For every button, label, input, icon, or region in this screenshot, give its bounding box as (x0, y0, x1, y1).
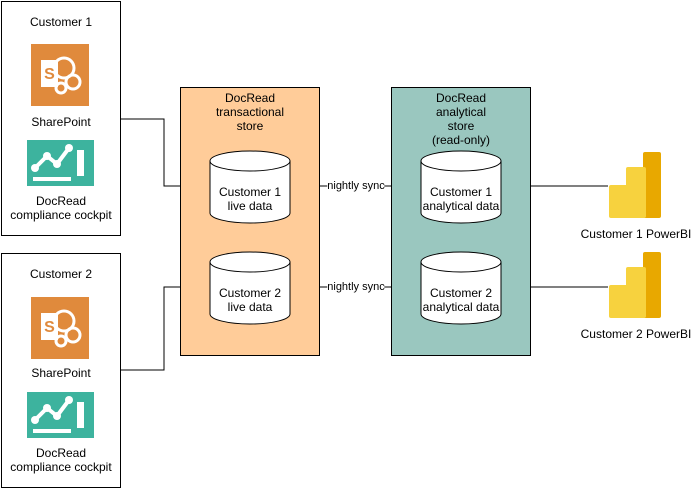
sync-label-1: nightly sync (327, 179, 385, 193)
customer2-cockpit-label-line2: compliance cockpit (10, 460, 112, 474)
customer2-title: Customer 2 (29, 267, 93, 281)
compliance-cockpit-icon (27, 140, 94, 186)
transactional-store-title-line2: transactional (215, 105, 285, 119)
analytical-store-title-line2: analytical (435, 105, 487, 119)
customer1-cockpit-label-line2: compliance cockpit (10, 208, 112, 222)
svg-text:S: S (44, 66, 55, 83)
powerbi-icon (609, 252, 663, 320)
powerbi-icon (609, 152, 663, 220)
analytical-store-title-line1: DocRead (435, 91, 487, 105)
live2-label-line2: live data (227, 300, 273, 314)
sharepoint-icon: S (31, 44, 89, 106)
customer1-box: Customer 1 S SharePoint DocRead complian… (1, 1, 121, 236)
analytical2-label-line1: Customer 2 (429, 286, 493, 300)
svg-text:S: S (44, 319, 55, 336)
customer1-sharepoint-label: SharePoint (31, 115, 91, 129)
live2-label-line1: Customer 2 (218, 286, 282, 300)
sharepoint-icon: S (31, 297, 89, 359)
compliance-cockpit-icon (27, 392, 94, 438)
powerbi1-label: Customer 1 PowerBI (580, 227, 692, 241)
database-cylinder-live1 (209, 150, 291, 224)
live1-label-line1: Customer 1 (218, 185, 282, 199)
transactional-store-title-line1: DocRead (224, 91, 276, 105)
database-cylinder-analytical1 (420, 150, 502, 224)
customer2-cockpit-label-line1: DocRead (35, 446, 87, 460)
analytical2-label-line2: analytical data (422, 300, 500, 314)
database-cylinder-analytical2 (420, 251, 502, 325)
database-cylinder-live2 (209, 251, 291, 325)
analytical1-label-line1: Customer 1 (429, 185, 493, 199)
analytical-store-title-line4: (read-only) (431, 133, 491, 147)
customer2-sharepoint-label: SharePoint (31, 366, 91, 380)
analytical1-label-line2: analytical data (422, 199, 500, 213)
powerbi2-label: Customer 2 PowerBI (580, 327, 692, 341)
live1-label-line2: live data (227, 199, 273, 213)
customer1-title: Customer 1 (29, 15, 93, 29)
sync-label-2: nightly sync (327, 280, 385, 294)
transactional-store-title-line3: store (236, 119, 264, 133)
customer1-cockpit-label-line1: DocRead (35, 194, 87, 208)
customer2-box: Customer 2 S SharePoint DocRead complian… (1, 253, 121, 488)
analytical-store-title-line3: store (447, 119, 475, 133)
